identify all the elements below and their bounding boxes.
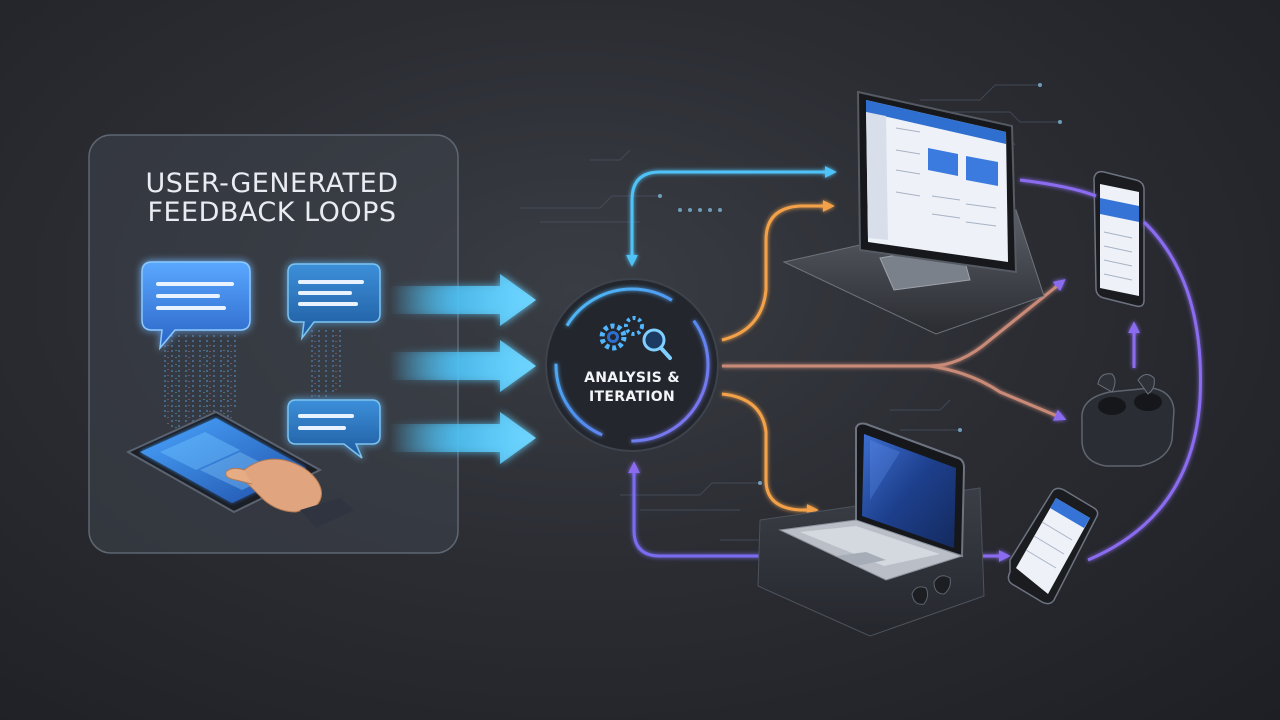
panel-title-line2: FEEDBACK LOOPS — [147, 197, 396, 228]
earbuds-icon — [1081, 373, 1175, 467]
monitor-icon — [782, 90, 1045, 335]
circuit-dots — [658, 83, 1062, 485]
input-arrow-middle — [390, 340, 536, 392]
gear-icon — [624, 316, 644, 336]
orange-distribution — [721, 200, 1067, 516]
chat-bubble-icon — [287, 263, 381, 341]
hand-icon — [225, 458, 354, 528]
panel-title-line1: USER-GENERATED — [146, 168, 399, 199]
input-arrow-top — [390, 274, 536, 326]
gear-icon — [599, 323, 627, 351]
chat-bubble-icon — [287, 399, 381, 459]
laptop-icon — [778, 422, 966, 581]
hub-label-line2: ITERATION — [589, 389, 675, 405]
data-stream-right — [311, 330, 341, 405]
analysis-hub: ANALYSIS & ITERATION — [545, 278, 719, 452]
chat-bubble-icon — [141, 261, 251, 351]
purple-loop-bottom — [628, 461, 780, 558]
hub-label-line1: ANALYSIS & — [584, 370, 680, 386]
magnifier-icon — [642, 328, 672, 360]
smartphone-icon — [1007, 487, 1099, 605]
input-arrow-bottom — [390, 412, 536, 464]
cyan-loop-top — [626, 166, 837, 267]
smartphone-icon — [1093, 170, 1145, 308]
input-arrows — [390, 274, 536, 464]
purple-connectors — [980, 178, 1202, 562]
earbuds-icon — [911, 575, 951, 605]
